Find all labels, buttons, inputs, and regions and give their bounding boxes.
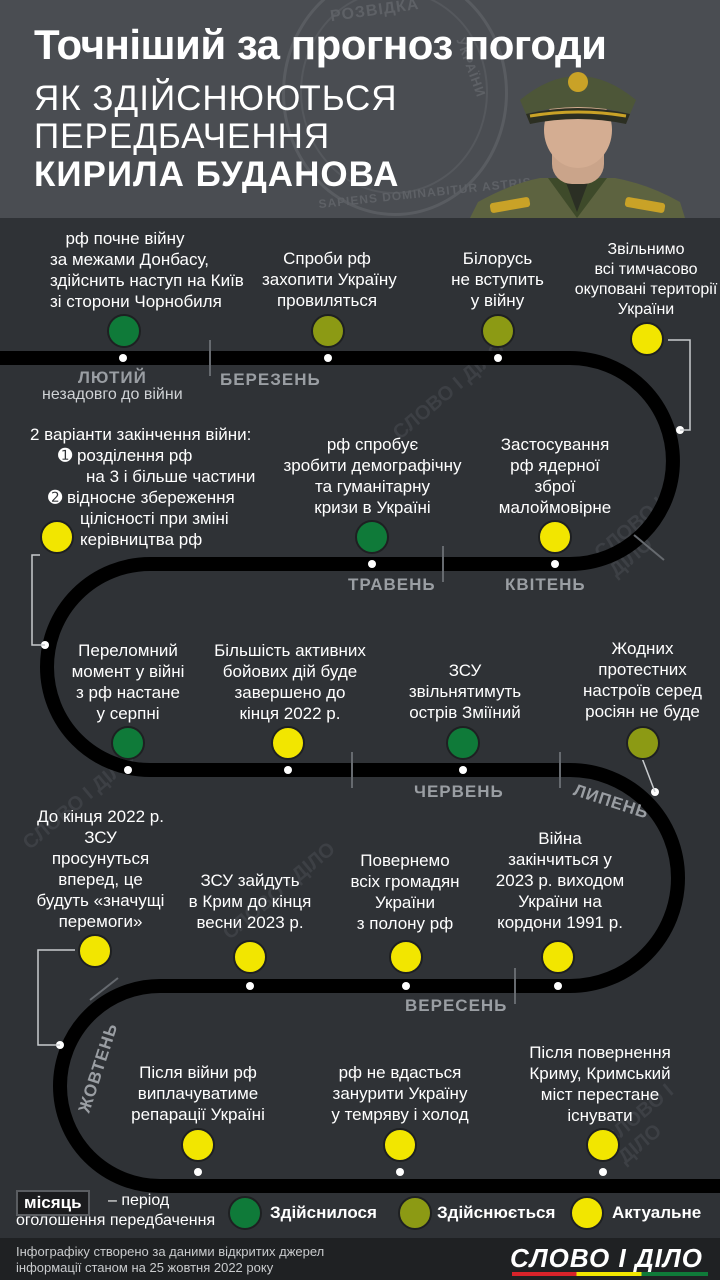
legend-ongoing-dot bbox=[398, 1196, 432, 1230]
status-dot-actual bbox=[586, 1128, 620, 1162]
header: РОЗВІДКА УКРАЇНИ SAPIENS DOMINABITUR AST… bbox=[0, 0, 720, 218]
status-dot-done bbox=[446, 726, 480, 760]
legend-month-box: місяць bbox=[16, 1190, 90, 1216]
status-dot-done bbox=[111, 726, 145, 760]
status-dot-done bbox=[355, 520, 389, 554]
subtitle-line-3: КИРИЛА БУДАНОВА bbox=[34, 155, 400, 194]
status-dot-actual bbox=[389, 940, 423, 974]
status-dot-ongoing bbox=[626, 726, 660, 760]
status-dot-actual bbox=[271, 726, 305, 760]
status-dot-actual bbox=[78, 934, 112, 968]
legend-month-desc-1: – період bbox=[108, 1192, 170, 1209]
seal-inner-ring bbox=[300, 0, 488, 194]
status-dot-ongoing bbox=[311, 314, 345, 348]
status-dot-ongoing bbox=[481, 314, 515, 348]
month-label-feb: ЛЮТИЙ bbox=[78, 368, 147, 387]
legend-actual-label: Актуальне bbox=[612, 1203, 702, 1222]
subtitle-line-1: ЯК ЗДІЙСНЮЮТЬСЯ bbox=[34, 79, 398, 118]
status-dot-actual bbox=[630, 322, 664, 356]
legend-ongoing-label: Здійснюється bbox=[437, 1203, 556, 1222]
brand-logo: СЛОВО І ДІЛО bbox=[510, 1243, 703, 1273]
source-note: Інфографіку створено за даними відкритих… bbox=[16, 1244, 325, 1275]
prediction-text: 2 варіанти закінчення війни: ➊ розділенн… bbox=[30, 425, 256, 549]
month-label-may: ТРАВЕНЬ bbox=[348, 575, 436, 594]
month-label-sep: ВЕРЕСЕНЬ bbox=[405, 996, 508, 1015]
legend-month-desc-2: оголошення передбачення bbox=[16, 1212, 216, 1229]
page-title: Точніший за прогноз погоди bbox=[34, 21, 607, 68]
status-dot-actual bbox=[538, 520, 572, 554]
month-note-feb: незадовго до війни bbox=[42, 386, 183, 403]
intelligence-seal-icon bbox=[282, 0, 508, 216]
legend-done-label: Здійснилося bbox=[270, 1203, 377, 1222]
status-dot-actual bbox=[383, 1128, 417, 1162]
legend-actual-dot bbox=[570, 1196, 604, 1230]
month-label-mar: БЕРЕЗЕНЬ bbox=[220, 370, 321, 389]
status-dot-actual bbox=[40, 520, 74, 554]
subtitle-line-2: ПЕРЕДБАЧЕННЯ bbox=[34, 117, 331, 156]
status-dot-actual bbox=[233, 940, 267, 974]
brand-color-bar bbox=[512, 1272, 708, 1276]
status-dot-actual bbox=[181, 1128, 215, 1162]
legend-done-dot bbox=[228, 1196, 262, 1230]
status-dot-actual bbox=[541, 940, 575, 974]
status-dot-done bbox=[107, 314, 141, 348]
officer-portrait bbox=[470, 72, 685, 218]
month-label-apr: КВІТЕНЬ bbox=[505, 575, 586, 594]
month-label-jun: ЧЕРВЕНЬ bbox=[414, 782, 504, 801]
